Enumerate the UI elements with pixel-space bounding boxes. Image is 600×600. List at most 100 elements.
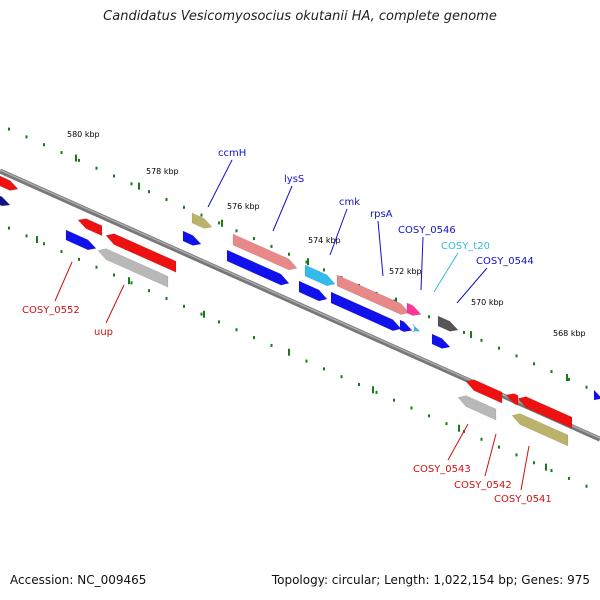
tick-mark-major (221, 219, 223, 227)
tick-mark-outer (480, 338, 483, 342)
gene-arrow-cosy0546 (406, 302, 422, 316)
tick-mark-outer (218, 221, 220, 225)
gene-arrow-tRNA (411, 323, 421, 333)
tick-mark-outer (43, 143, 45, 147)
tick-mark-outer (130, 182, 133, 186)
tick-mark-outer (428, 315, 430, 319)
tick-mark-major (566, 374, 568, 382)
tick-mark-outer (200, 213, 203, 217)
tick-mark-major (307, 258, 309, 266)
label-leader-line (329, 208, 348, 256)
label-leader-line (207, 159, 233, 208)
tick-mark-major (545, 463, 547, 471)
gene-label: COSY_0546 (398, 225, 456, 236)
gene-arrow (182, 230, 202, 246)
tick-mark-inner (568, 476, 570, 480)
tick-mark-outer (463, 330, 465, 334)
tick-label: 570 kbp (471, 298, 504, 307)
tick-mark-inner (148, 289, 150, 293)
tick-mark-outer (288, 252, 290, 256)
tick-mark-outer (253, 237, 255, 241)
tick-mark-inner (585, 484, 588, 488)
tick-mark-inner (235, 328, 238, 332)
gene-label: COSY_0552 (22, 305, 80, 316)
gene-arrow (226, 249, 290, 286)
tick-mark-inner (43, 242, 45, 246)
gene-arrow (97, 248, 169, 288)
label-leader-line (520, 445, 530, 491)
tick-mark-inner (25, 234, 28, 238)
tick-mark-inner (8, 226, 10, 230)
label-leader-line (484, 433, 497, 477)
gene-label: uup (94, 327, 113, 338)
genome-summary-text: Topology: circular; Length: 1,022,154 bp… (271, 573, 590, 587)
label-leader-line (447, 423, 469, 461)
tick-mark-inner (515, 453, 518, 457)
tick-mark-outer (235, 229, 238, 233)
tick-mark-major (75, 154, 77, 162)
gene-arrow (191, 212, 213, 229)
gene-label: lysS (284, 174, 304, 185)
gene-arrow-cmk (304, 264, 336, 287)
gene-arrow-cosy0542 (505, 393, 519, 406)
gene-arrow (457, 395, 497, 421)
label-leader-line (54, 261, 73, 302)
tick-mark-outer (113, 174, 115, 178)
gene-arrow (0, 175, 19, 191)
tick-mark-major (395, 297, 397, 305)
tick-mark-inner (410, 406, 413, 410)
label-leader-line (272, 185, 293, 232)
tick-mark-outer (165, 197, 168, 201)
tick-mark-inner (480, 437, 483, 441)
label-leader-line (420, 236, 424, 291)
accession-text: Accession: NC_009465 (10, 573, 147, 587)
gene-arrow (431, 333, 451, 349)
tick-mark-outer (60, 151, 63, 155)
tick-mark-inner (78, 257, 80, 261)
gene-label: cmk (339, 197, 360, 208)
tick-label: 574 kbp (308, 236, 341, 245)
tick-mark-major (138, 182, 140, 190)
label-leader-line (105, 284, 125, 324)
tick-mark-outer (95, 166, 98, 170)
tick-mark-inner (218, 320, 220, 324)
gene-arrow-cosy0544 (437, 315, 459, 332)
tick-mark-inner (270, 343, 273, 347)
gene-label: ccmH (218, 148, 246, 159)
tick-mark-inner (550, 469, 553, 473)
tick-mark-inner (340, 375, 343, 379)
tick-label: 580 kbp (67, 130, 100, 139)
gene-arrow (330, 291, 402, 331)
tick-mark-outer (498, 346, 500, 350)
tick-mark-inner (428, 414, 430, 418)
tick-mark-major (470, 331, 472, 339)
gene-arrow-cosy0541 (517, 396, 573, 429)
label-leader-line (456, 267, 488, 304)
tick-mark-outer (148, 190, 150, 194)
gene-arrow-cosy0543 (465, 379, 503, 404)
tick-mark-inner (358, 383, 360, 387)
gene-arrow (77, 218, 103, 237)
tick-label: 568 kbp (553, 329, 586, 338)
tick-label: 578 kbp (146, 167, 179, 176)
tick-mark-inner (533, 461, 535, 465)
gene-label: COSY_0543 (413, 464, 471, 475)
tick-mark-inner (323, 367, 325, 371)
tick-mark-outer (8, 127, 10, 131)
gene-label: COSY_t20 (441, 241, 490, 252)
tick-label: 572 kbp (389, 267, 422, 276)
tick-mark-inner (165, 296, 168, 300)
gene-arrow (298, 280, 328, 302)
tick-mark-major (128, 277, 130, 285)
gene-label: COSY_0544 (476, 256, 534, 267)
tick-mark-outer (25, 135, 28, 139)
tick-mark-major (203, 310, 205, 318)
tick-mark-outer (323, 268, 325, 272)
gene-label: COSY_0541 (494, 494, 552, 505)
tick-mark-inner (445, 422, 448, 426)
tick-mark-major (458, 424, 460, 432)
gene-arrow-rpsA (336, 274, 410, 315)
gene-arrow (399, 319, 413, 333)
gene-label: rpsA (370, 209, 393, 220)
